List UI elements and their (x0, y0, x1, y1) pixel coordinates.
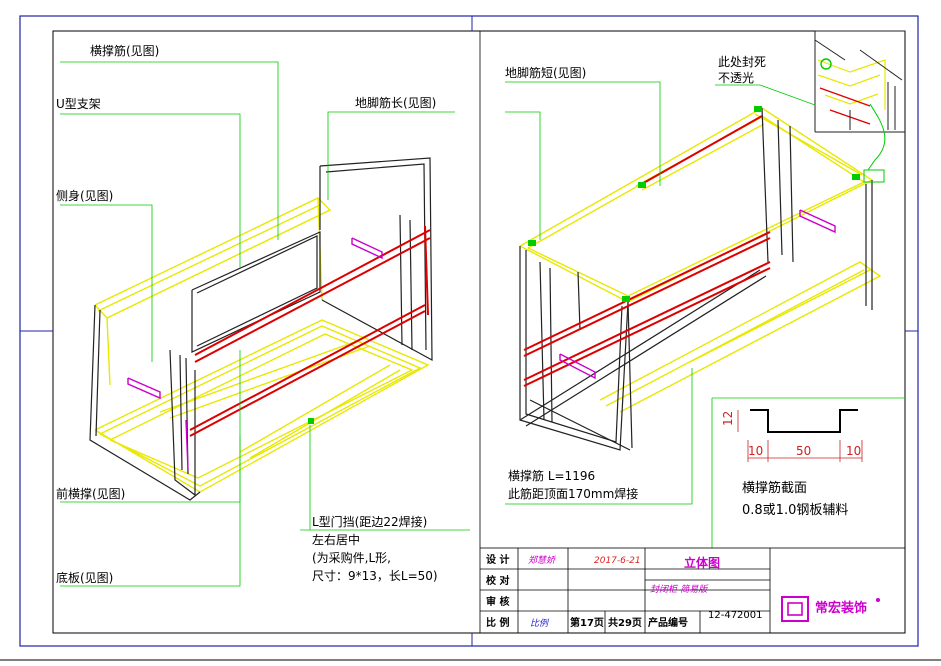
callout-foot-rib-long: 地脚筋长(见图) (355, 95, 436, 110)
tb-label-scale: 比 例 (486, 616, 509, 629)
tb-designer: 郑慧娇 (528, 555, 556, 566)
title-block (479, 547, 906, 634)
tb-total: 共29页 (608, 616, 642, 629)
section-note: 0.8或1.0钢板辅料 (742, 503, 848, 518)
seal-note-line2: 不透光 (718, 71, 754, 85)
door-stop-line1: L型门挡(距边22焊接) (312, 514, 427, 529)
seal-note-line1: 此处封死 (718, 55, 766, 69)
callout-foot-rib-short: 地脚筋短(见图) (505, 65, 586, 80)
tb-brand: 常宏装饰 (815, 600, 867, 616)
rib-note-line2: 此筋距顶面170mm焊接 (508, 486, 638, 501)
section-detail (711, 397, 905, 548)
rib-section-profile (750, 409, 858, 433)
callout-cross-rib: 横撑筋(见图) (90, 43, 159, 58)
section-dim-mid: 50 (796, 444, 811, 458)
section-dim-height: 12 (721, 411, 735, 426)
tb-date: 2017-6-21 (594, 556, 641, 566)
door-stop-line2: 左右居中 (312, 532, 360, 547)
callout-base-plate: 底板(见图) (56, 570, 113, 585)
callout-u-bracket: U型支架 (56, 97, 101, 111)
section-dim-left: 10 (748, 444, 763, 458)
tb-label-design: 设 计 (486, 553, 509, 566)
callout-front-brace: 前横撑(见图) (56, 486, 125, 501)
tb-label-check: 校 对 (486, 574, 509, 587)
left-cabinet-view (89, 157, 433, 501)
tb-drawing-title: 立体图 (684, 555, 720, 570)
brand-logo (781, 596, 880, 622)
right-cabinet-view (519, 30, 905, 451)
outer-frame (19, 15, 919, 647)
section-dim-right: 10 (846, 444, 861, 458)
left-door-stop-marker (308, 418, 314, 424)
inner-frame (52, 30, 906, 634)
leader-lines (60, 61, 816, 587)
tb-scale-value: 比例 (530, 618, 550, 629)
tb-product-no: 12-472001 (708, 610, 763, 621)
brand-mark-icon (781, 596, 809, 622)
tb-page: 第17页 (570, 616, 604, 629)
callout-side-body: 侧身(见图) (56, 188, 113, 203)
door-stop-line4: 尺寸：9*13，长L=50) (312, 569, 438, 583)
section-title: 横撑筋截面 (742, 480, 807, 496)
tb-label-review: 审 核 (486, 595, 509, 608)
rib-note-line1: 横撑筋 L=1196 (508, 468, 595, 483)
tb-product-no-label: 产品编号 (648, 616, 688, 629)
door-stop-line3: (为采购件,L形, (312, 550, 391, 565)
tb-drawing-subtitle: 封闭柜-简易版 (650, 584, 709, 595)
